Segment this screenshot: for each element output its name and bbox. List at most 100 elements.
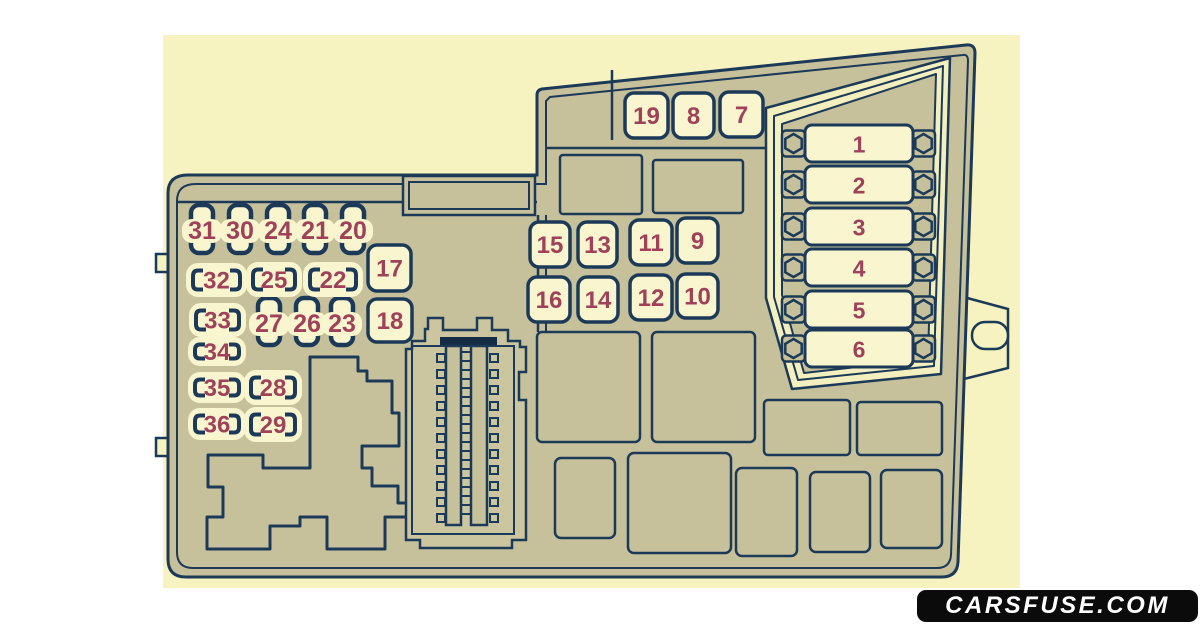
fuse-13-label: 13	[584, 232, 611, 259]
fuse-22-bracket-right	[346, 267, 358, 292]
fuse-28-bracket-left	[249, 375, 261, 400]
fuse-30: 30	[220, 202, 260, 256]
fuse-30-halo	[220, 219, 260, 243]
module-rect	[650, 330, 757, 444]
relay-fuse-4: 4	[780, 247, 937, 288]
fuse-27-label: 27	[255, 310, 283, 338]
fuse-22-label: 22	[320, 267, 347, 294]
fuse-12-label: 12	[638, 285, 665, 312]
fuse-14: 14	[576, 275, 620, 324]
fuse-10: 10	[675, 272, 720, 320]
top-edge-bump-inner	[408, 181, 530, 210]
fuse-26: 26	[287, 295, 327, 348]
fusebox-body-inner-outline	[176, 53, 970, 569]
fuse-35-bracket-right	[229, 377, 241, 398]
fuse-33-label: 33	[204, 308, 231, 335]
relay-fuse-2: 2	[780, 164, 937, 205]
module-rect	[762, 398, 852, 457]
relay-fuse-4-label: 4	[853, 256, 866, 282]
fuse-35: 35	[188, 372, 246, 403]
fuse-25-bracket-right	[285, 267, 297, 292]
fuse-16-body	[526, 275, 572, 324]
module-rect	[879, 468, 944, 550]
relay-fuse-3-body	[803, 206, 915, 247]
fuse-26-label: 26	[293, 310, 321, 338]
relay-fuse-6: 6	[780, 328, 937, 369]
fuse-10-label: 10	[684, 284, 711, 311]
fuse-32-bracket-right	[230, 268, 242, 292]
fuse-34: 34	[188, 337, 246, 366]
module-rect	[651, 158, 745, 215]
fuse-31-label: 31	[188, 217, 216, 245]
fuse-31: 31	[182, 202, 222, 256]
central-connector	[404, 316, 528, 550]
fuse-30-label: 30	[226, 217, 254, 245]
fuse-23-label: 23	[328, 310, 356, 338]
fuse-34-bracket-right	[229, 342, 241, 361]
watermark-logo: CARSFUSE.COM	[917, 590, 1198, 622]
fuse-27: 27	[249, 295, 289, 348]
relay-fuse-5-body	[803, 289, 915, 330]
module-rect	[558, 153, 644, 216]
mounting-tab-slot	[970, 320, 1010, 351]
relay-fuse-2-body	[803, 164, 915, 205]
fuse-20-label: 20	[339, 217, 367, 245]
connector-top-bar	[440, 337, 497, 345]
connector-pins	[436, 351, 499, 523]
fuse-36-bracket-right	[229, 413, 241, 435]
fuse-35-bracket-left	[193, 377, 205, 398]
fuse-16-label: 16	[536, 287, 563, 314]
fuse-9: 9	[675, 216, 720, 265]
fuse-34-label: 34	[204, 339, 231, 366]
module-rect	[626, 451, 733, 555]
fuse-21: 21	[295, 202, 335, 256]
fuse-9-body	[675, 216, 720, 265]
relay-fuse-1: 1	[780, 123, 937, 164]
fuse-11-body	[628, 218, 674, 267]
fuse-24: 24	[258, 202, 298, 256]
fuse-20-halo	[333, 219, 373, 243]
connector-inner-outline	[411, 345, 515, 535]
fuse-33-bracket-right	[229, 308, 241, 332]
relay-fuse-6-body	[803, 328, 915, 369]
fuse-14-body	[576, 275, 620, 324]
relay-fuse-5-label: 5	[853, 298, 866, 324]
fuse-29-label: 29	[260, 412, 287, 439]
fuse-8: 8	[671, 91, 716, 140]
fuse-31-halo	[182, 219, 222, 243]
fuse-21-halo	[295, 219, 335, 243]
fuse-17: 17	[366, 243, 413, 293]
fuse-19: 19	[623, 91, 670, 140]
fuse-13-body	[576, 220, 619, 269]
fuse-25-label: 25	[261, 267, 288, 294]
fuse-19-body	[623, 91, 670, 140]
fuse-21-label: 21	[301, 217, 329, 245]
relay-fuse-2-label: 2	[853, 173, 866, 199]
fuse-15: 15	[528, 220, 572, 269]
fuse-20: 20	[333, 202, 373, 256]
fuse-29-bracket-left	[249, 412, 261, 437]
fuse-28-bracket-right	[285, 375, 297, 400]
fuse-26-halo	[287, 312, 327, 336]
fuse-15-label: 15	[537, 232, 564, 259]
fuse-11: 11	[628, 218, 674, 267]
unlabeled-modules	[535, 153, 944, 558]
module-rect	[535, 330, 642, 444]
fuse-28-label: 28	[260, 375, 287, 402]
fuse-23: 23	[322, 295, 362, 348]
module-rect	[808, 470, 872, 554]
fuse-33: 33	[189, 303, 246, 337]
fuse-18: 18	[366, 297, 414, 344]
fuse-13: 13	[576, 220, 619, 269]
module-rect	[855, 400, 944, 457]
fuse-18-label: 18	[377, 308, 404, 335]
fuse-7-body	[718, 90, 765, 139]
fuse-12-body	[628, 273, 674, 322]
fuse-8-body	[671, 91, 716, 140]
fuse-25: 25	[246, 262, 302, 297]
fuse-33-bracket-left	[194, 308, 206, 332]
relay-fuse-1-label: 1	[853, 132, 866, 158]
